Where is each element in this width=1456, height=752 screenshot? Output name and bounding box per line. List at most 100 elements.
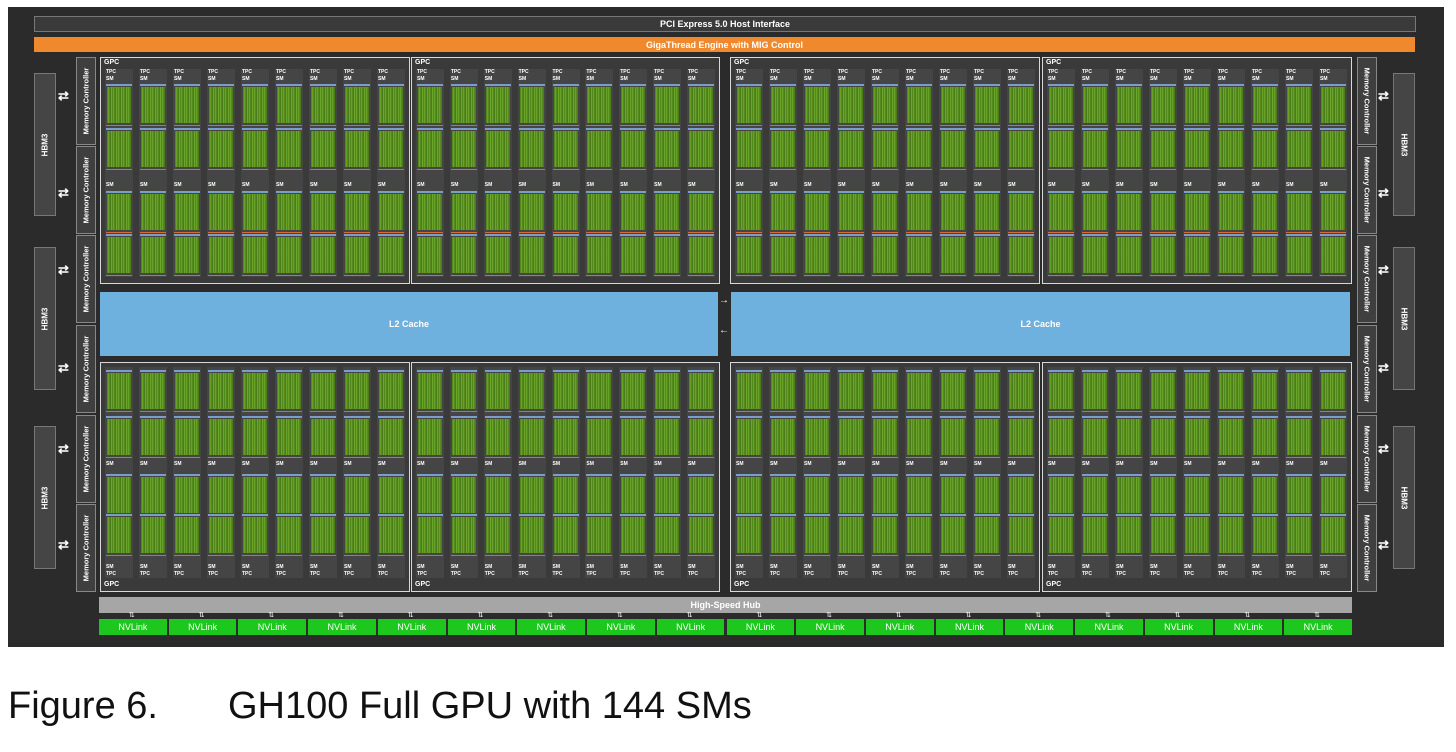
sm-divider <box>1116 234 1142 236</box>
sm-divider <box>378 128 404 130</box>
sm-divider <box>654 232 681 233</box>
sm-divider <box>654 234 681 236</box>
sm-divider <box>174 232 200 233</box>
sm-divider <box>140 514 166 516</box>
sm-divider <box>1116 555 1142 556</box>
sm-label: SM <box>1218 76 1226 82</box>
sm-divider <box>552 514 579 516</box>
sm-divider <box>1008 411 1034 412</box>
sm-cores <box>1117 419 1141 455</box>
sm-divider <box>872 555 898 556</box>
nvlink-port: NVLink <box>1075 619 1143 635</box>
sm-cores <box>839 419 863 455</box>
sm-divider <box>276 514 302 516</box>
sm-label: SM <box>1116 564 1124 570</box>
sm-label: SM <box>518 461 527 467</box>
sm-cores <box>418 131 442 167</box>
memory-controller: Memory Controller <box>76 146 96 234</box>
sm-divider <box>552 84 579 86</box>
sm-divider <box>620 84 647 86</box>
sm-divider <box>1008 370 1034 372</box>
sm-divider <box>208 125 234 126</box>
sm-divider <box>906 84 932 86</box>
sm-divider <box>654 474 681 476</box>
sm-label: SM <box>770 182 778 188</box>
sm-cores <box>805 131 829 167</box>
tpc-label: TPC <box>1048 69 1058 75</box>
sm-divider <box>344 232 370 233</box>
sm-divider <box>804 411 830 412</box>
sm-label: SM <box>872 564 880 570</box>
tpc-label: TPC <box>1252 571 1262 577</box>
sm-cores <box>1287 419 1311 455</box>
tpc-label: TPC <box>276 571 286 577</box>
sm-cores <box>209 237 233 273</box>
sm-label: SM <box>140 182 148 188</box>
pcie-host-interface: PCI Express 5.0 Host Interface <box>34 16 1416 32</box>
sm-cores <box>141 419 165 455</box>
nvlink-port: NVLink <box>865 619 934 635</box>
nvlink-port: NVLink <box>377 619 446 635</box>
bidirectional-arrow-icon: ⇄ <box>58 262 69 277</box>
sm-label: SM <box>586 76 594 82</box>
sm-divider <box>872 232 898 233</box>
sm-divider <box>974 416 1000 418</box>
sm-divider <box>417 169 443 170</box>
sm-cores <box>689 194 713 230</box>
sm-cores <box>277 131 301 167</box>
sm-cores <box>689 419 713 455</box>
sm-cores <box>485 131 510 167</box>
memory-controller: Memory Controller <box>1357 235 1377 323</box>
tpc-label: TPC <box>450 571 461 577</box>
sm-divider <box>1150 234 1176 236</box>
sm-cores <box>873 477 897 513</box>
sm-divider <box>344 275 370 276</box>
sm-divider <box>688 457 714 458</box>
sm-cores <box>975 373 999 409</box>
tpc-label: TPC <box>484 571 495 577</box>
sm-cores <box>485 373 510 409</box>
sm-cores <box>209 517 233 553</box>
sm-divider <box>310 457 336 458</box>
sm-divider <box>378 416 404 418</box>
sm-divider <box>552 370 579 372</box>
nvlink-port: NVLink <box>587 619 655 635</box>
sm-divider <box>174 411 200 412</box>
sm-label: SM <box>106 461 114 467</box>
sm-cores <box>873 419 897 455</box>
sm-divider <box>838 514 864 516</box>
sm-cores <box>941 419 965 455</box>
sm-divider <box>1286 474 1312 476</box>
sm-divider <box>1150 555 1176 556</box>
sm-divider <box>417 125 443 126</box>
sm-divider <box>1116 128 1142 130</box>
sm-divider <box>417 370 443 372</box>
bidirectional-arrow-icon: ⇄ <box>1378 441 1389 456</box>
memory-controller: Memory Controller <box>1357 415 1377 503</box>
sm-cores <box>839 237 863 273</box>
sm-cores <box>1253 419 1277 455</box>
sm-divider <box>208 474 234 476</box>
sm-label: SM <box>736 182 744 188</box>
sm-divider <box>1150 411 1176 412</box>
sm-divider <box>310 234 336 236</box>
sm-divider <box>1184 234 1210 236</box>
sm-divider <box>378 191 404 193</box>
sm-divider <box>1320 125 1346 126</box>
sm-cores <box>107 419 131 455</box>
sm-divider <box>1082 275 1108 276</box>
sm-cores <box>277 419 301 455</box>
sm-cores <box>805 237 829 273</box>
sm-divider <box>1048 191 1074 193</box>
sm-divider <box>770 370 796 372</box>
sm-divider <box>552 416 579 418</box>
sm-divider <box>242 125 268 126</box>
sm-cores <box>141 477 165 513</box>
hbm3-stack: HBM3 <box>34 426 56 569</box>
sm-divider <box>1008 474 1034 476</box>
sm-cores <box>519 131 544 167</box>
sm-label: SM <box>1184 182 1192 188</box>
